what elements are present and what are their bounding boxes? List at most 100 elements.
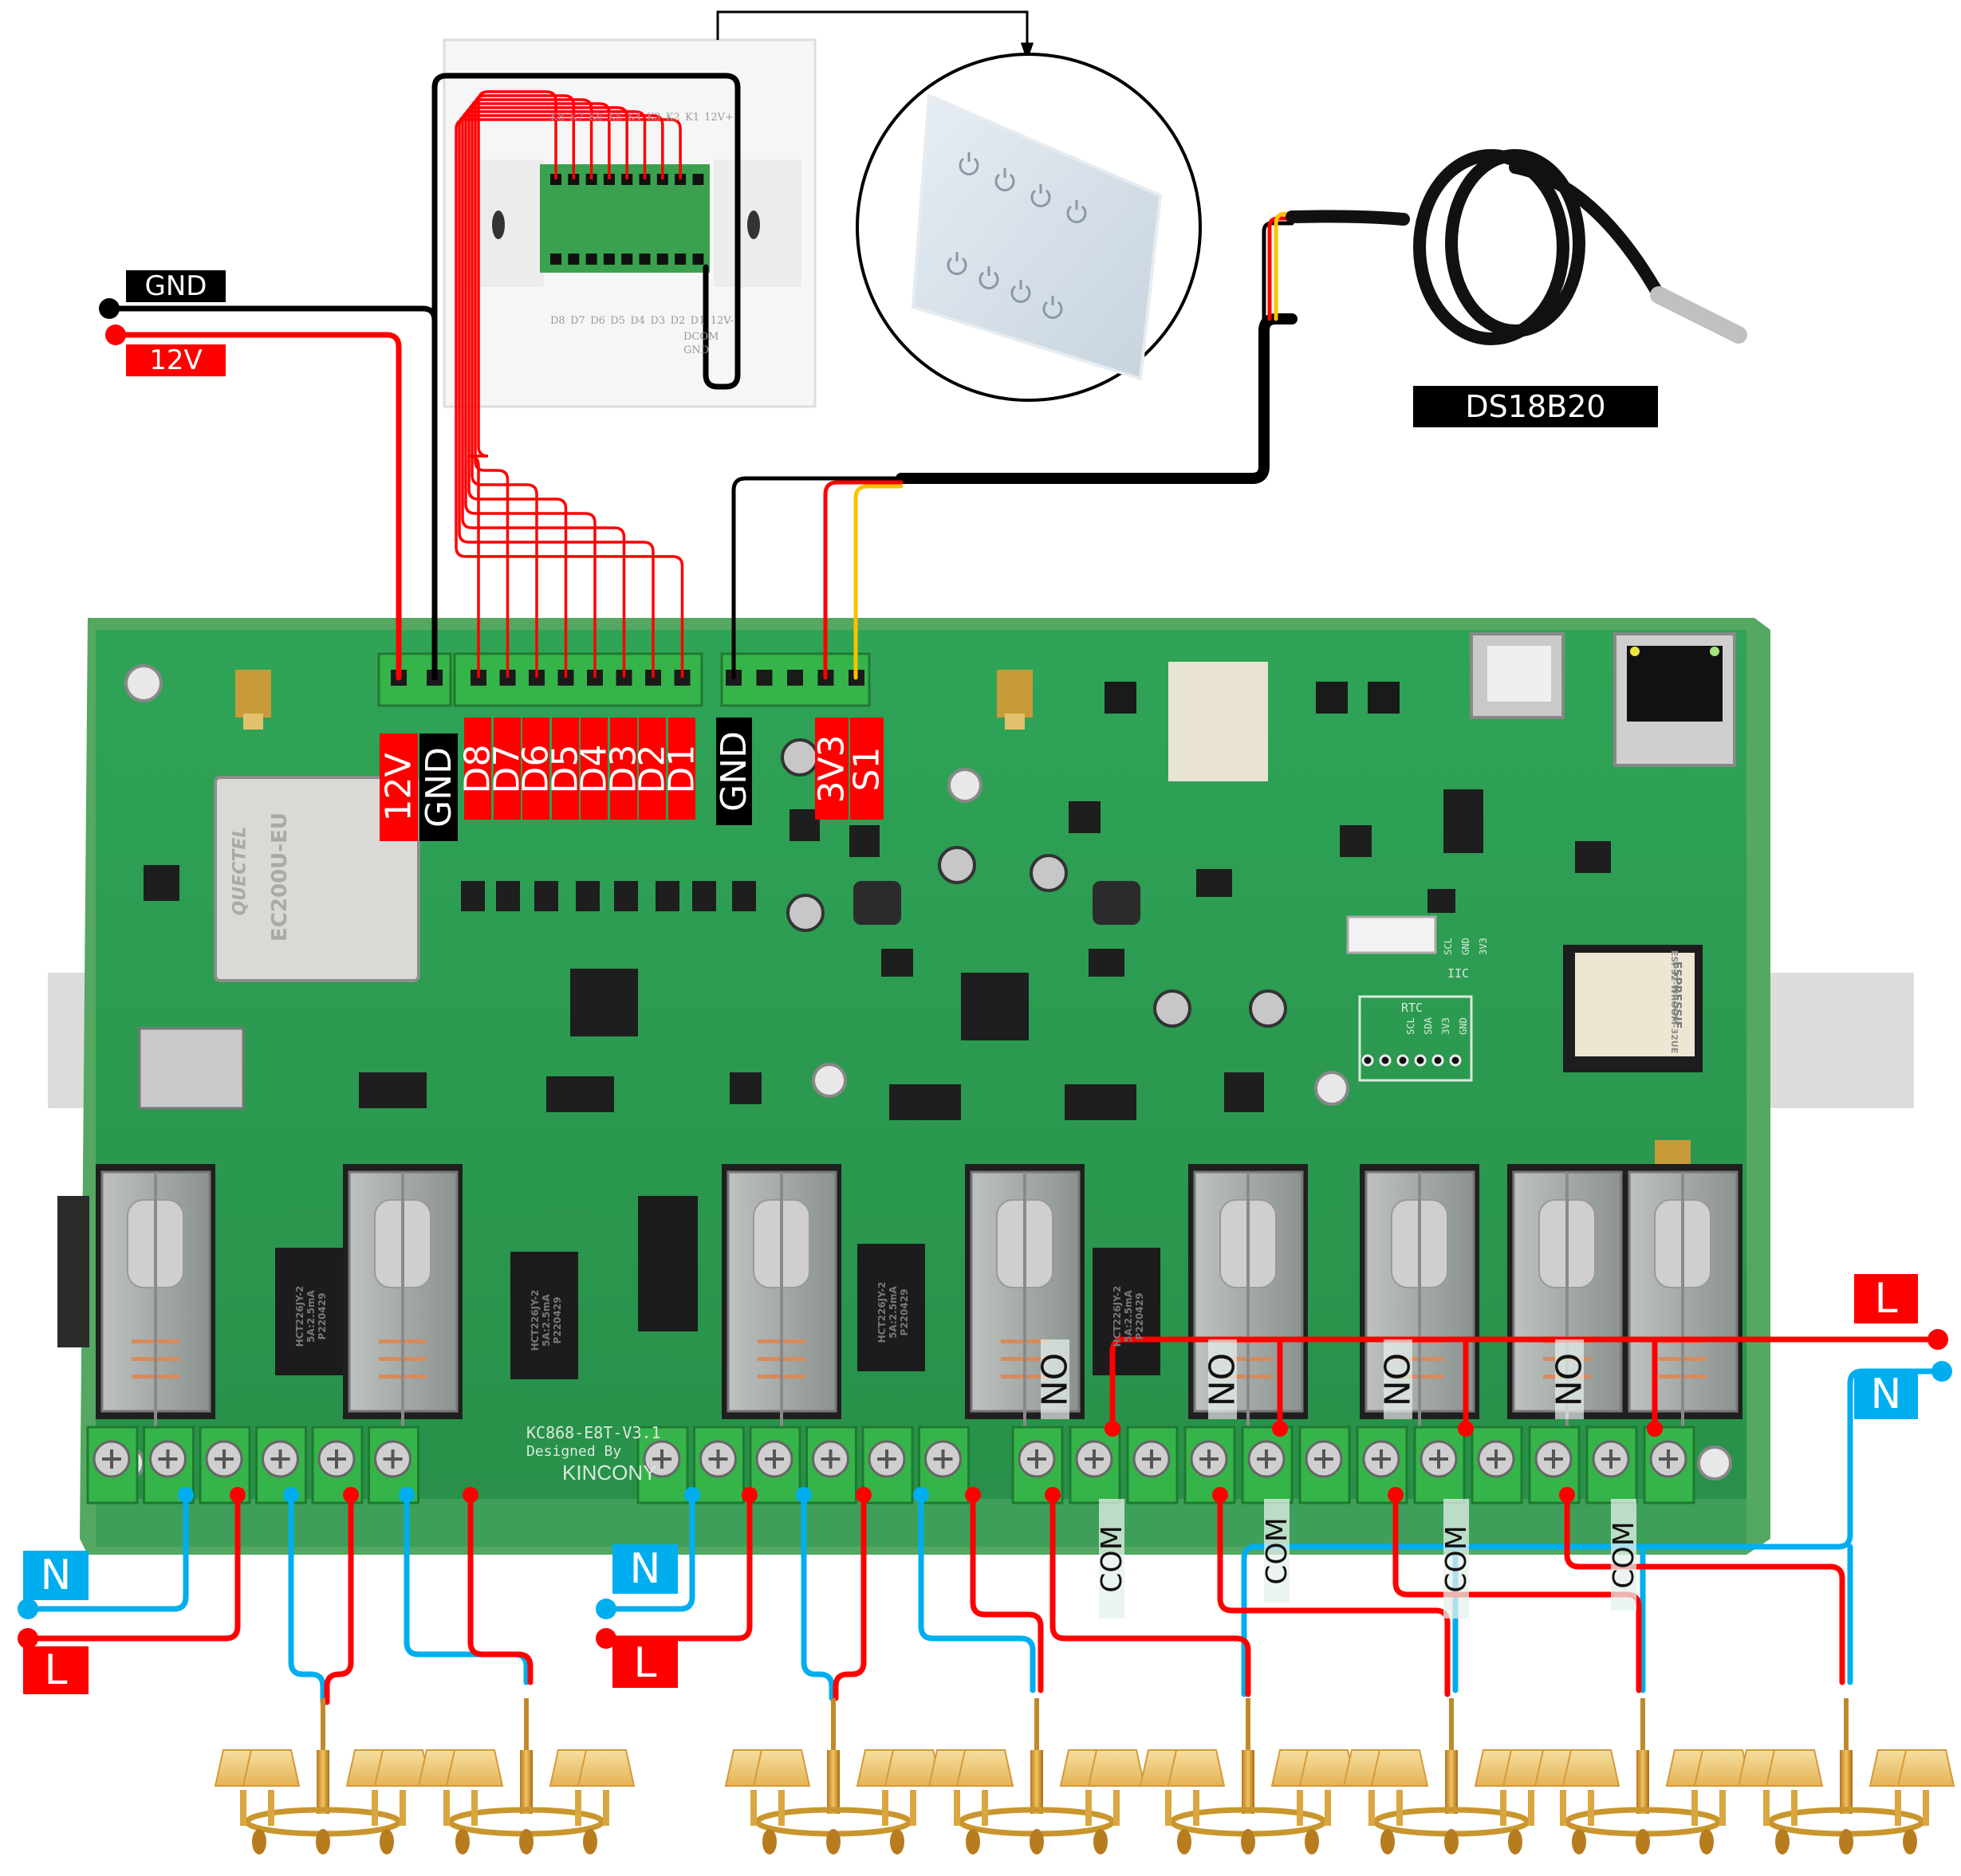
terminal-dot: [399, 1487, 415, 1503]
terminal-label-sensor-gnd: GND: [714, 718, 754, 825]
panel-pin-label: D8: [550, 315, 565, 327]
screw-terminal[interactable]: [1413, 1426, 1466, 1504]
power-icon[interactable]: [1010, 280, 1031, 303]
terminal-connection-dots: [178, 1421, 1663, 1503]
terminal-dot: [1105, 1421, 1120, 1437]
terminal-label-d1: D1: [661, 718, 702, 820]
panel-hole: [603, 254, 615, 265]
12v-input-label: 12V: [126, 344, 226, 376]
terminal-screw-hole: [756, 670, 773, 686]
signal-wire-d3: [471, 98, 593, 678]
terminal-label-d8: D8: [458, 718, 498, 820]
transformer: [638, 1196, 698, 1331]
signal-wire-d4: [467, 102, 611, 678]
chandelier: [1737, 1698, 1955, 1854]
rtc-label: RTC: [1401, 1001, 1423, 1015]
rtc-pin-label: GND: [1457, 1017, 1469, 1035]
ds18b20-sensor: [1286, 149, 1747, 345]
cellular-module: [214, 776, 420, 982]
panel-hole: [585, 254, 597, 265]
panel-pin-label: D1: [690, 315, 706, 327]
panel-hole: [675, 254, 687, 265]
rtc-pin-label: SCL: [1404, 1017, 1416, 1035]
power-icon[interactable]: [1042, 296, 1063, 319]
terminal-label-d3: D3: [603, 718, 644, 820]
board-model: KC868-E8T-V3.1: [526, 1423, 661, 1442]
screw-terminal[interactable]: [918, 1426, 970, 1504]
terminal-label-d5: D5: [545, 718, 585, 820]
screw-terminal[interactable]: [1126, 1426, 1179, 1504]
terminal-block-inputs: [453, 652, 703, 707]
tactile-button[interactable]: [1368, 682, 1400, 714]
power-icon[interactable]: [994, 168, 1015, 191]
terminal-dot: [1045, 1487, 1061, 1503]
terminal-label-d7: D7: [486, 718, 527, 820]
iic-connector: [1346, 915, 1437, 954]
panel-hole: [692, 174, 704, 185]
screw-terminal[interactable]: [368, 1426, 419, 1504]
panel-hole: [692, 254, 704, 265]
screw-terminal[interactable]: [255, 1426, 307, 1504]
side-connector: [57, 1196, 89, 1347]
com-contact-label: COM: [1261, 1499, 1294, 1603]
screw-terminal[interactable]: [805, 1426, 857, 1504]
current-transformer: [510, 1252, 578, 1379]
power-icon[interactable]: [1066, 200, 1087, 223]
screw-terminal[interactable]: [1069, 1426, 1121, 1504]
terminal-label-d2: D2: [632, 718, 673, 820]
screw-terminal[interactable]: [86, 1426, 139, 1504]
no-contact-label: NO: [1203, 1339, 1243, 1419]
screw-terminal[interactable]: [1241, 1426, 1294, 1504]
output-terminal-strip: [86, 1426, 1695, 1504]
panel-pin-label: D7: [570, 315, 585, 327]
screw-terminal[interactable]: [1643, 1426, 1695, 1504]
panel-hole: [568, 254, 580, 265]
terminal-label-12v: 12V: [379, 733, 419, 841]
chandelier: [927, 1698, 1146, 1854]
panel-pin-label: K4: [627, 112, 642, 124]
board-designed-by: Designed By: [526, 1443, 622, 1460]
screw-terminal[interactable]: [1585, 1426, 1638, 1504]
tactile-button[interactable]: [1316, 682, 1348, 714]
board-brand: KINCONY: [562, 1461, 657, 1485]
terminal-dot: [1647, 1421, 1663, 1437]
rtc-header: [1358, 995, 1473, 1082]
relay: [722, 1164, 841, 1427]
sensor-wires: [731, 211, 1297, 680]
power-icon[interactable]: [1030, 184, 1051, 207]
chandelier: [214, 1698, 432, 1854]
tactile-button[interactable]: [1105, 682, 1136, 714]
screw-terminal[interactable]: [1356, 1426, 1408, 1504]
panel-pin-label: D5: [610, 315, 625, 327]
panel-dcom-label: DCOM: [683, 331, 719, 343]
terminal-dot: [230, 1487, 246, 1503]
smd-components: [461, 809, 880, 911]
power-icon[interactable]: [979, 266, 999, 289]
screw-terminal[interactable]: [861, 1426, 914, 1504]
screw-terminal[interactable]: [1298, 1426, 1351, 1504]
wireless-module: [1168, 662, 1268, 781]
signal-wire-d8: [455, 118, 684, 678]
capacitors: [781, 738, 1287, 1028]
screw-terminal[interactable]: [1528, 1426, 1581, 1504]
sma-antenna-connector: [997, 670, 1033, 730]
mains-left-n-label: N: [23, 1551, 89, 1600]
mains-middle-n-label: N: [612, 1544, 678, 1594]
power-icon[interactable]: [947, 252, 967, 275]
screw-terminal[interactable]: [749, 1426, 801, 1504]
screw-terminal[interactable]: [693, 1426, 745, 1504]
com-contact-label: COM: [1608, 1499, 1640, 1611]
ic-chips: [144, 789, 1611, 1120]
screw-terminal[interactable]: [636, 1426, 689, 1504]
terminal-dot: [965, 1487, 981, 1503]
rtc-pin-label: SDA: [1422, 1017, 1434, 1035]
power-icon[interactable]: [959, 152, 979, 175]
screw-terminal[interactable]: [1471, 1426, 1523, 1504]
panel-hole: [639, 254, 651, 265]
screw-terminal[interactable]: [311, 1426, 364, 1504]
arrow-to-touch-panel: [716, 10, 1034, 61]
